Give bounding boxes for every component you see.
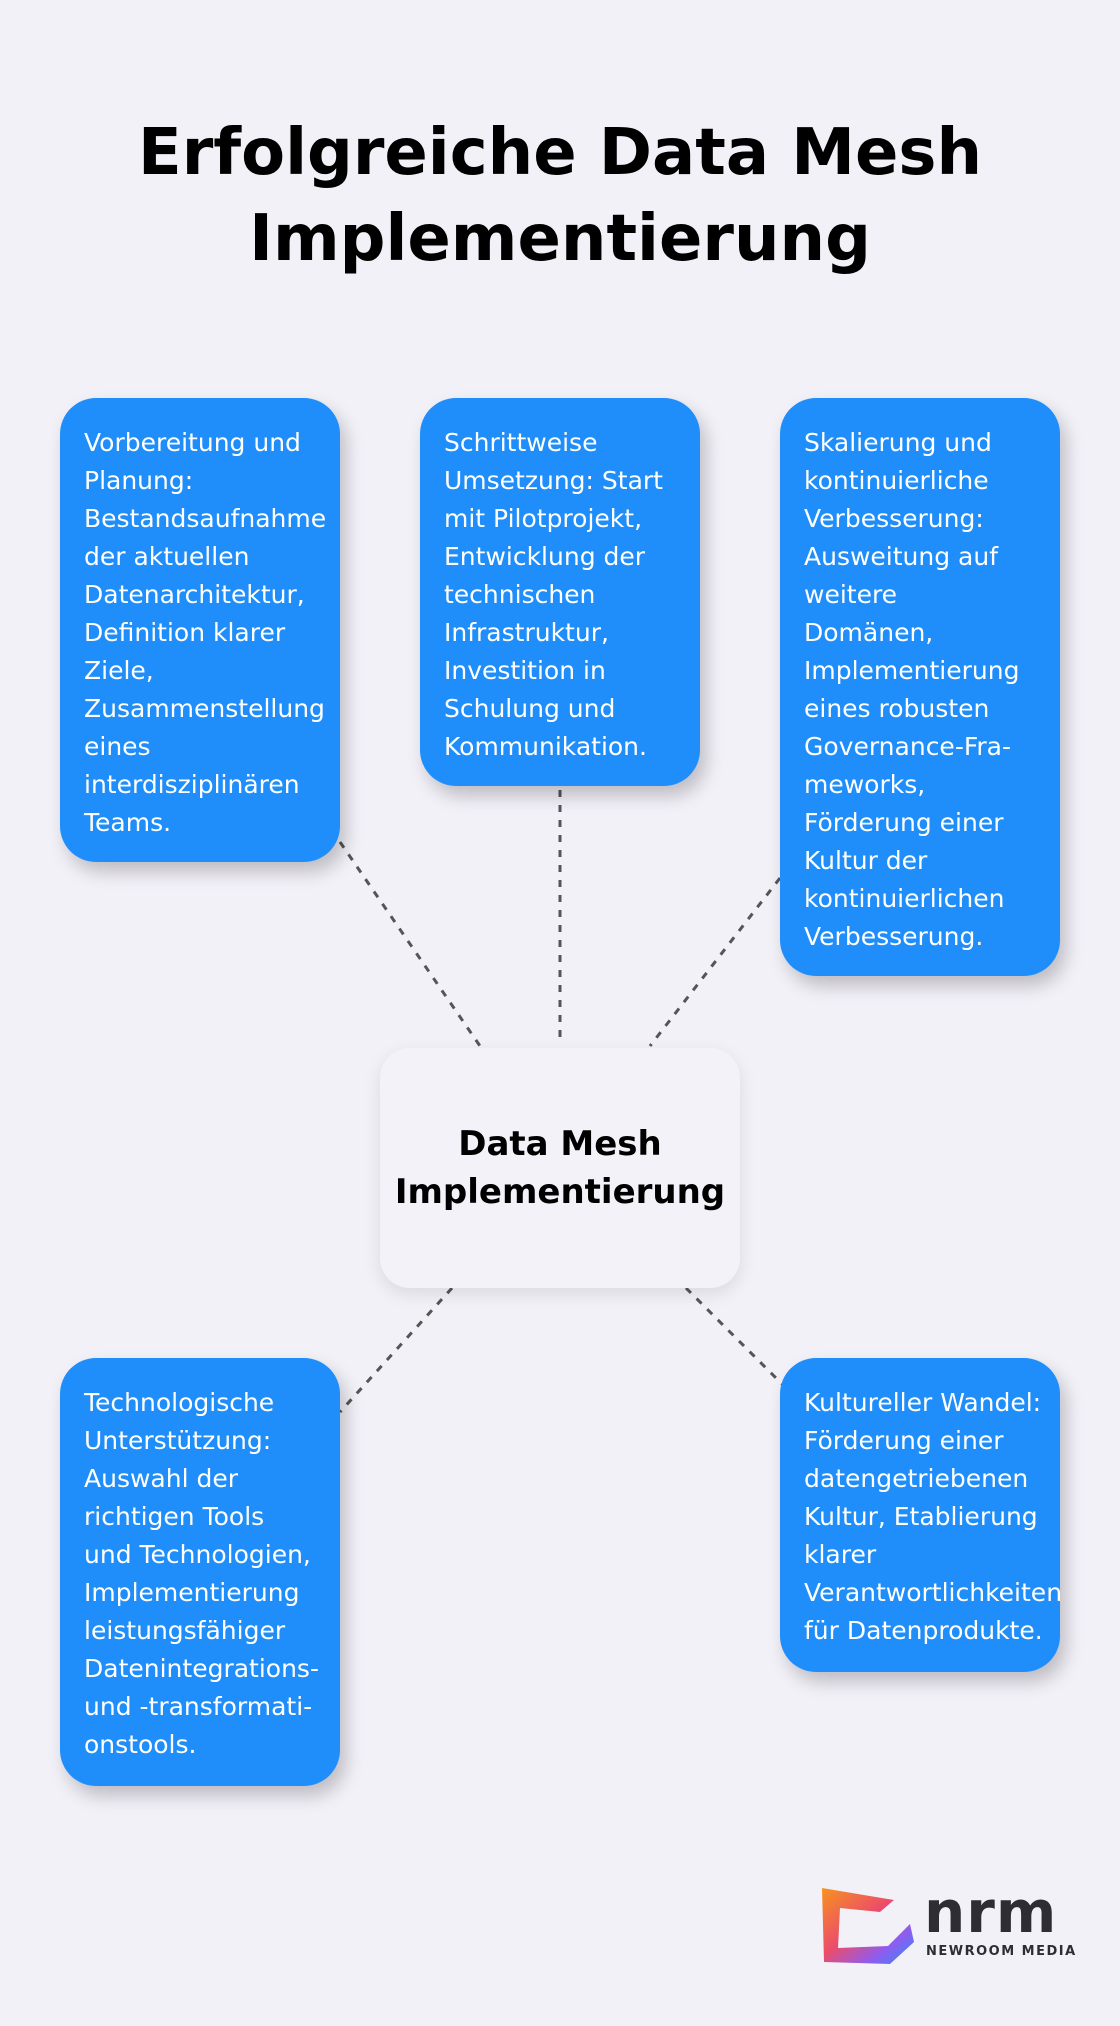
page-title: Erfolgreiche Data Mesh Implementierung: [0, 110, 1120, 282]
box-text-line: klarer: [804, 1540, 877, 1569]
nrm-logo-subtitle: NEWROOM MEDIA: [926, 1944, 1077, 1959]
box-text-line: Implementierung: [804, 656, 1020, 685]
box-cultural-change: Kultureller Wandel: Förderung einer dateng…: [780, 1358, 1063, 1672]
box-text-line: Implementierung: [84, 1578, 300, 1607]
box-text-line: leistungsfähiger: [84, 1616, 286, 1645]
box-text-line: Auswahl der: [84, 1464, 239, 1493]
box-text-line: Ziele,: [84, 656, 154, 685]
nrm-logo-wordmark: nrm: [924, 1878, 1058, 1946]
box-text-line: Förderung einer: [804, 1426, 1004, 1455]
box-text-line: Kultur, Etablierung: [804, 1502, 1038, 1531]
box-text-line: Definition klarer: [84, 618, 286, 647]
box-text-line: kontinuierlichen: [804, 884, 1005, 913]
box-text-line: Datenarchitektur,: [84, 580, 305, 609]
center-node-line-2: Implementierung: [394, 1172, 726, 1212]
box-text-line: Schrittweise: [444, 428, 598, 457]
box-text-line: Unterstützung:: [84, 1426, 272, 1455]
box-text-line: technischen: [444, 580, 596, 609]
box-text-line: Vorbereitung und: [84, 428, 301, 457]
box-text-line: Verbesserung:: [804, 504, 984, 533]
connector-box-3: [648, 877, 782, 1047]
box-text-line: Zusammenstellung: [84, 694, 325, 723]
box-text-line: Planung:: [84, 466, 194, 495]
box-text-line: mit Pilotprojekt,: [444, 504, 643, 533]
box-text-line: Governance-Fra-: [804, 732, 1012, 761]
box-text-line: Infrastruktur,: [444, 618, 609, 647]
nrm-logo: nrm NEWROOM MEDIA: [818, 1878, 1075, 1966]
box-text-line: onstools.: [84, 1730, 197, 1759]
connector-box-1: [338, 841, 482, 1047]
box-text-line: richtigen Tools: [84, 1502, 265, 1531]
box-text-line: Datenintegrations-: [84, 1654, 319, 1683]
box-text-line: Verantwortlichkeiten: [804, 1578, 1063, 1607]
box-text-line: und -transformati-: [84, 1692, 313, 1721]
box-text-line: Schulung und: [444, 694, 616, 723]
box-text-line: Investition in: [444, 656, 606, 685]
box-text-line: kontinuierliche: [804, 466, 989, 495]
connector-box-4: [338, 1286, 454, 1414]
box-text-line: Teams.: [84, 808, 172, 837]
box-text-line: für Datenprodukte.: [804, 1616, 1043, 1645]
box-cultural-change-text: Kultureller Wandel: Förderung einer dateng…: [804, 1384, 1063, 1650]
box-text-line: Kultur der: [804, 846, 928, 875]
box-text-line: weitere: [804, 580, 898, 609]
box-text-line: Entwicklung der: [444, 542, 646, 571]
center-node-line-1: Data Mesh: [458, 1124, 662, 1164]
box-text-line: Verbesserung.: [804, 922, 984, 951]
box-text-line: und Technologien,: [84, 1540, 311, 1569]
box-text-line: Umsetzung: Start: [444, 466, 663, 495]
box-text-line: eines robusten: [804, 694, 990, 723]
box-text-line: Ausweitung auf: [804, 542, 999, 571]
box-text-line: interdisziplinären: [84, 770, 300, 799]
page-title-line-2: Implementierung: [249, 202, 871, 276]
box-text-line: Kultureller Wandel:: [804, 1388, 1042, 1417]
box-text-line: Technologische: [84, 1388, 275, 1417]
box-text-line: Domänen,: [804, 618, 934, 647]
box-text-line: meworks,: [804, 770, 926, 799]
box-text-line: eines: [84, 732, 151, 761]
center-node: Data Mesh Implementierung: [380, 1048, 740, 1288]
page-title-line-1: Erfolgreiche Data Mesh: [137, 116, 983, 190]
box-text-line: Bestandsaufnahme: [84, 504, 327, 533]
box-text-line: der aktuellen: [84, 542, 250, 571]
box-text-line: Förderung einer: [804, 808, 1004, 837]
box-text-line: datengetriebenen: [804, 1464, 1029, 1493]
box-text-line: Kommunikation.: [444, 732, 647, 761]
box-text-line: Skalierung und: [804, 428, 992, 457]
connector-box-5: [684, 1286, 786, 1388]
nrm-logo-mark-icon: [822, 1888, 914, 1964]
